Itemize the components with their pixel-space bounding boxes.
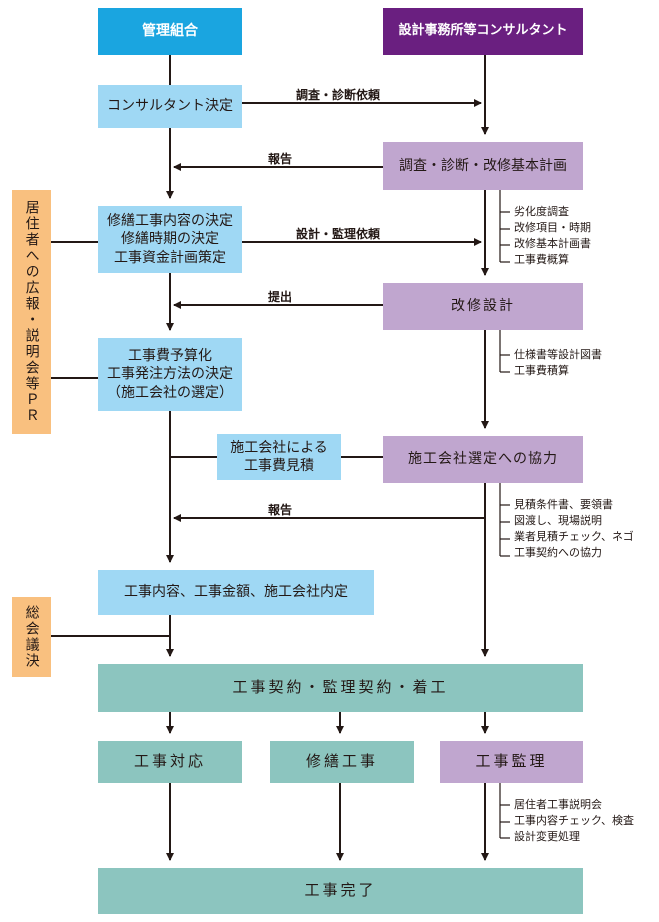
note-item: 工事契約への協力 (514, 545, 602, 559)
label-survey-request: 調査・診断依頼 (296, 88, 381, 102)
repair-content-line-3: 工事資金計画策定 (114, 249, 226, 266)
box-contract-start: 工事契約・監理契約・着工 (98, 664, 583, 712)
notes-design: 仕様書等設計図書 工事費積算 (514, 347, 602, 379)
budget-line-2: 工事発注方法の決定 (107, 366, 233, 383)
note-item: 居住者工事説明会 (514, 798, 602, 811)
box-residents-pr: 居住者への広報・説明会等ＰＲ (12, 190, 51, 434)
note-item: 工事費概算 (514, 252, 569, 266)
label-report-2: 報告 (268, 503, 293, 517)
box-contractor-estimate: 施工会社による 工事費見積 (217, 434, 341, 480)
note-item: 仕様書等設計図書 (514, 348, 602, 361)
box-repair-content-decision: 修繕工事内容の決定 修繕時期の決定 工事資金計画策定 (98, 206, 242, 273)
final-decision-label: 工事内容、工事金額、施工会社内定 (124, 584, 348, 601)
repair-content-line-2: 修繕時期の決定 (121, 231, 219, 248)
box-survey-plan: 調査・診断・改修基本計画 (383, 142, 583, 190)
box-selection-support: 施工会社選定への協力 (383, 436, 583, 483)
note-item: 劣化度調査 (514, 205, 569, 218)
note-item: 見積条件書、要領書 (514, 498, 613, 511)
repair-content-line-1: 修繕工事内容の決定 (107, 213, 233, 230)
notes-survey-plan: 劣化度調査 改修項目・時期 改修基本計画書 工事費概算 (514, 204, 591, 268)
consultant-decision-label: コンサルタント決定 (107, 98, 233, 115)
design-label: 改修設計 (451, 298, 515, 315)
note-item: 工事費積算 (514, 363, 569, 377)
contractor-estimate-line-1: 施工会社による (230, 439, 328, 456)
note-item: 設計変更処理 (514, 829, 580, 843)
construction-completion-label: 工事完了 (304, 881, 377, 900)
header-management-association: 管理組合 (98, 8, 242, 55)
label-report-1: 報告 (268, 152, 293, 166)
general-meeting-label: 総会議決 (23, 605, 40, 669)
notes-supervision: 居住者工事説明会 工事内容チェック、検査 設計変更処理 (514, 797, 634, 845)
survey-plan-label: 調査・診断・改修基本計画 (399, 157, 567, 174)
note-item: 図渡し、現場説明 (514, 513, 602, 527)
box-design: 改修設計 (383, 283, 583, 330)
box-repair-work: 修繕工事 (270, 741, 414, 783)
budget-line-1: 工事費予算化 (128, 348, 212, 365)
box-consultant-decision: コンサルタント決定 (98, 85, 242, 128)
construction-supervision-label: 工事監理 (475, 752, 548, 771)
budget-line-3: （施工会社の選定） (107, 384, 233, 401)
notes-selection-support: 見積条件書、要領書 図渡し、現場説明 業者見積チェック、ネゴ 工事契約への協力 (514, 497, 634, 561)
label-design-request: 設計・監理依頼 (296, 227, 381, 241)
note-item: 改修基本計画書 (514, 236, 591, 250)
selection-support-label: 施工会社選定への協力 (408, 451, 558, 468)
box-construction-handling: 工事対応 (98, 741, 242, 783)
box-construction-supervision: 工事監理 (440, 741, 583, 783)
box-construction-completion: 工事完了 (98, 868, 583, 914)
label-submit: 提出 (268, 290, 293, 304)
box-general-meeting: 総会議決 (12, 597, 51, 677)
contractor-estimate-line-2: 工事費見積 (244, 458, 314, 474)
repair-work-label: 修繕工事 (305, 752, 378, 771)
note-item: 工事内容チェック、検査 (514, 813, 635, 827)
residents-pr-label: 居住者への広報・説明会等ＰＲ (23, 200, 40, 424)
box-final-decision: 工事内容、工事金額、施工会社内定 (98, 570, 374, 615)
header-right-label: 設計事務所等コンサルタント (398, 23, 568, 39)
note-item: 改修項目・時期 (514, 220, 591, 234)
note-item: 業者見積チェック、ネゴ (514, 529, 634, 543)
construction-handling-label: 工事対応 (133, 752, 206, 771)
box-budget-decision: 工事費予算化 工事発注方法の決定 （施工会社の選定） (98, 338, 242, 411)
header-left-label: 管理組合 (142, 23, 198, 40)
header-consultant: 設計事務所等コンサルタント (383, 8, 583, 55)
contract-start-label: 工事契約・監理契約・着工 (232, 678, 449, 697)
